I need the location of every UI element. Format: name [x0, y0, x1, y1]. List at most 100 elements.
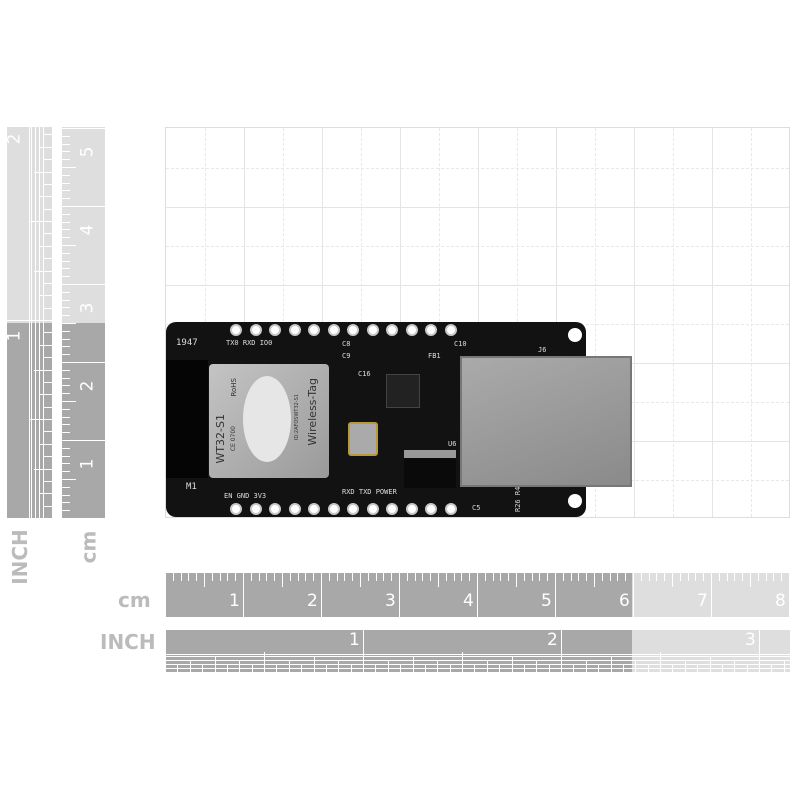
- ruler-tick: [462, 652, 463, 672]
- ruler-tick: [40, 493, 52, 495]
- ruler-tick: [406, 573, 408, 581]
- ruler-tick: [400, 664, 402, 672]
- ruler-line: [165, 656, 790, 657]
- header-pin: [405, 324, 418, 336]
- ethernet-phy-chip: [386, 374, 420, 408]
- ruler-number: 1: [77, 458, 98, 470]
- ruler-tick: [350, 664, 352, 672]
- ruler-tick: [62, 494, 70, 496]
- ruler-tick: [189, 660, 191, 672]
- vertical-cm-label: cm: [76, 530, 101, 564]
- ruler-tick: [34, 270, 52, 272]
- silk-m1: M1: [186, 482, 197, 492]
- voltage-regulator: [404, 450, 456, 488]
- ruler-tick: [62, 408, 70, 410]
- module-ce: CE 0700: [230, 426, 237, 452]
- ruler-tick: [274, 573, 276, 581]
- ruler-tick: [726, 573, 728, 581]
- ruler-tick: [328, 573, 330, 581]
- ruler-tick: [383, 573, 385, 581]
- ruler-tick: [62, 455, 70, 457]
- ruler-tick: [438, 573, 439, 587]
- ruler-tick: [62, 486, 70, 488]
- vertical-inch-ruler: 12: [7, 127, 52, 518]
- silk-j6: J6: [538, 346, 547, 354]
- ruler-tick: [352, 573, 354, 581]
- ruler-tick: [561, 630, 562, 672]
- module-rohs: RoHS: [230, 378, 238, 397]
- grid-line: [166, 207, 789, 208]
- silk-bottom-pins: EN GND 3V3: [224, 492, 267, 500]
- silk-c16: C16: [358, 370, 371, 378]
- ruler-tick: [640, 573, 642, 581]
- header-pin: [327, 503, 340, 515]
- ruler-tick: [598, 664, 600, 672]
- ruler-tick: [219, 573, 221, 581]
- ruler-number: 2: [7, 134, 24, 145]
- ruler-number: 1: [229, 591, 240, 611]
- ruler-tick: [62, 377, 70, 379]
- silk-c9: C9: [342, 352, 351, 360]
- ruler-tick: [7, 320, 52, 321]
- ruler-tick: [484, 573, 486, 581]
- ruler-tick: [34, 171, 52, 173]
- ruler-tick: [62, 330, 70, 332]
- ruler-tick: [227, 573, 229, 581]
- ruler-tick: [62, 229, 70, 231]
- mount-hole-top: [568, 328, 582, 342]
- silk-c8: C8: [342, 340, 351, 348]
- ruler-tick: [44, 159, 52, 161]
- mount-hole-bottom: [568, 494, 582, 508]
- ruler-tick: [44, 480, 52, 482]
- ruler-tick: [62, 221, 70, 223]
- ruler-tick: [62, 401, 76, 402]
- ruler-tick: [445, 573, 447, 581]
- ruler-tick: [250, 573, 252, 581]
- ruler-tick: [62, 174, 70, 176]
- ruler-tick: [62, 447, 70, 449]
- horizontal-inch-label: INCH: [100, 630, 156, 654]
- ruler-line: [165, 664, 790, 665]
- ruler-tick: [412, 656, 414, 672]
- ruler-tick: [62, 135, 70, 137]
- ruler-tick: [62, 463, 70, 465]
- ruler-tick: [40, 443, 52, 445]
- ruler-line: [39, 127, 40, 518]
- ruler-tick: [62, 479, 76, 480]
- ruler-tick: [555, 573, 556, 617]
- ruler-tick: [62, 167, 76, 168]
- ruler-tick: [499, 664, 501, 672]
- ruler-tick: [660, 652, 661, 672]
- ruler-tick: [492, 573, 494, 581]
- ruler-tick: [40, 245, 52, 247]
- ruler-tick: [226, 664, 228, 672]
- ruler-tick: [757, 573, 759, 581]
- ruler-tick: [204, 573, 205, 587]
- ruler-tick: [610, 656, 612, 672]
- grid-dashed-line: [166, 168, 789, 169]
- ruler-tick: [62, 432, 70, 434]
- ruler-tick: [62, 424, 70, 426]
- header-pin: [230, 503, 242, 515]
- ruler-tick: [62, 213, 70, 215]
- ruler-tick: [165, 630, 166, 672]
- ruler-tick: [62, 354, 70, 356]
- ruler-tick: [718, 573, 720, 581]
- grid-line: [166, 285, 789, 286]
- ruler-tick: [430, 573, 432, 581]
- ruler-tick: [601, 573, 603, 581]
- ruler-tick: [258, 573, 260, 581]
- ruler-tick: [44, 431, 52, 433]
- module-fcc-id: ID:2AFOSWT32-S1: [294, 394, 300, 441]
- ruler-tick: [360, 573, 361, 587]
- ruler-tick: [62, 510, 70, 512]
- ruler-light-region: [632, 630, 790, 672]
- header-pin: [288, 324, 301, 336]
- ruler-tick: [282, 573, 283, 587]
- ruler-number: 4: [77, 224, 98, 236]
- ruler-tick: [648, 573, 650, 581]
- ruler-tick: [773, 573, 775, 581]
- ruler-tick: [338, 660, 340, 672]
- ruler-tick: [586, 573, 588, 581]
